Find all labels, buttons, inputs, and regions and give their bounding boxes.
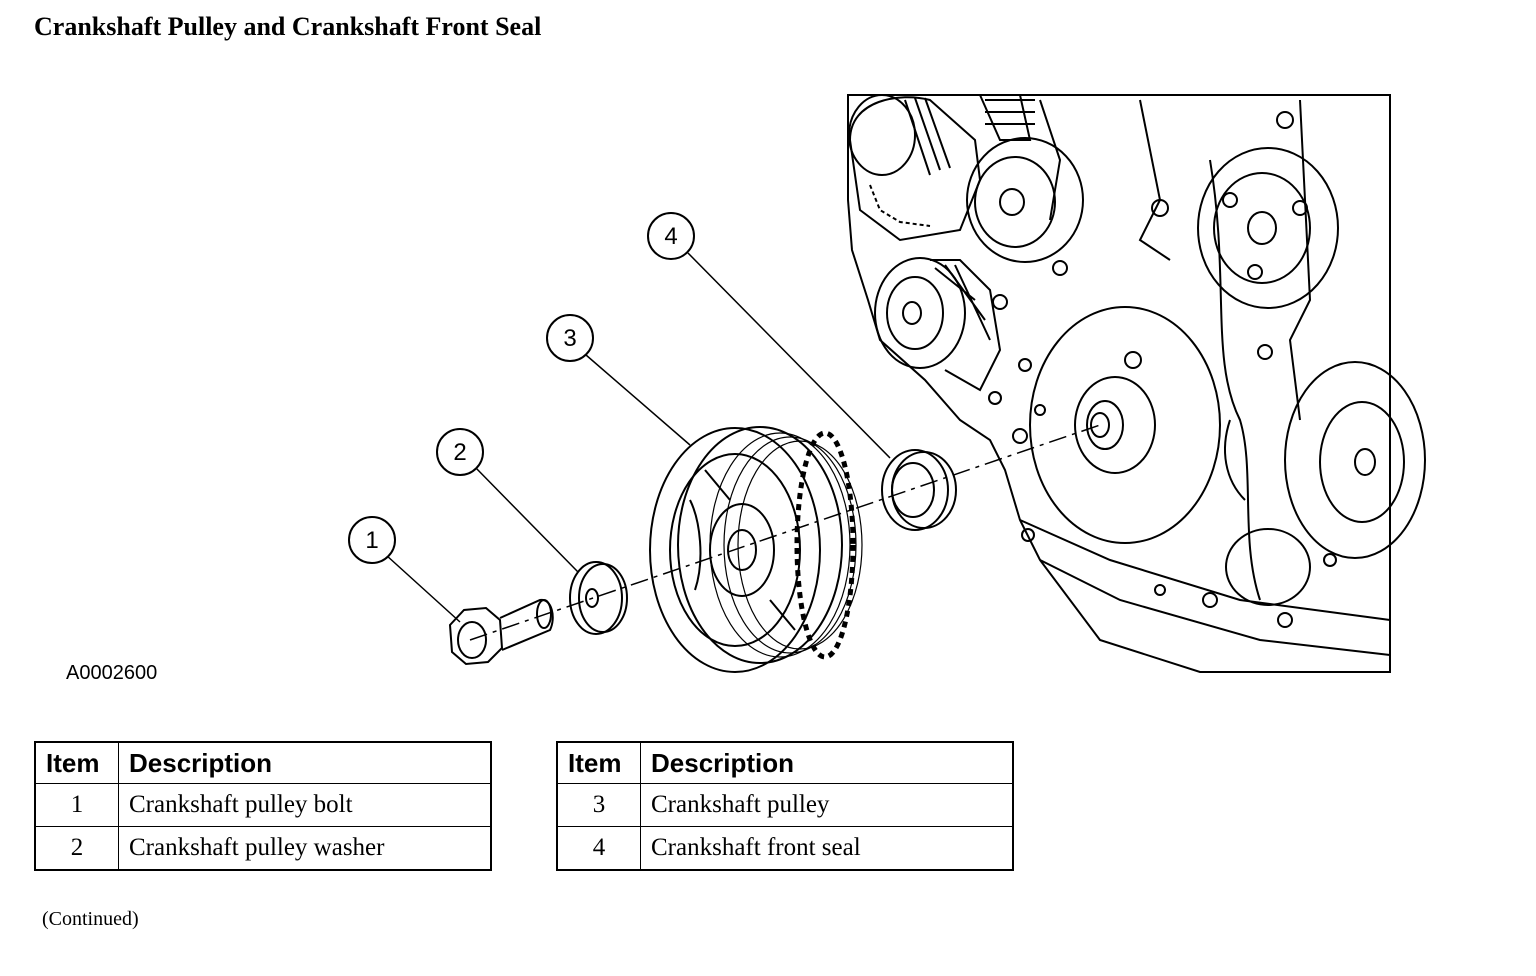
tensioner-pulley [874,257,1002,392]
item-number: 1 [34,783,119,827]
callout-leaders [385,252,891,623]
callout-bubbles [348,212,695,564]
item-header: Item [556,741,641,784]
item-description: Crankshaft pulley washer [118,826,492,871]
table-header-row: Item Description [556,741,1014,784]
callout-4: 4 [664,223,677,250]
exploded-view-diagram: 1 2 3 4 [348,94,1426,673]
callout-2: 2 [453,439,466,466]
continued-note: (Continued) [42,908,139,930]
crankshaft-front-seal [881,449,957,531]
item-number: 2 [34,826,119,871]
item-number: 4 [556,826,641,871]
callout-1: 1 [365,527,378,554]
item-table-right: Item Description 3 Crankshaft pulley 4 C… [556,741,1014,871]
item-description: Crankshaft front seal [640,826,1014,871]
item-table-left: Item Description 1 Crankshaft pulley bol… [34,741,492,871]
assembly-centerline [469,424,1101,641]
item-number: 3 [556,783,641,827]
table-row: 2 Crankshaft pulley washer [34,826,492,871]
description-header: Description [118,741,492,784]
description-header: Description [640,741,1014,784]
figure-id: A0002600 [66,662,158,684]
alternator-pulley [848,94,982,242]
crankshaft-pulley-washer [569,561,628,635]
item-header: Item [34,741,119,784]
table-row: 3 Crankshaft pulley [556,783,1014,827]
item-description: Crankshaft pulley bolt [118,783,492,827]
cover-bolts [988,111,1337,628]
water-pump-pulley [1197,147,1339,309]
item-description: Crankshaft pulley [640,783,1014,827]
page-title: Crankshaft Pulley and Crankshaft Front S… [34,12,542,41]
table-row: 1 Crankshaft pulley bolt [34,783,492,827]
idler-pulley-upper [966,94,1084,263]
crankshaft-pulley-bolt [448,598,554,666]
callout-numbers: 1 2 3 4 [365,223,677,554]
crankshaft-nose [1012,306,1221,544]
power-steering-pulley [1284,361,1426,559]
table-header-row: Item Description [34,741,492,784]
engine-front-cover [847,94,1391,673]
crankshaft-pulley [649,426,863,673]
callout-3: 3 [563,325,576,352]
table-row: 4 Crankshaft front seal [556,826,1014,871]
